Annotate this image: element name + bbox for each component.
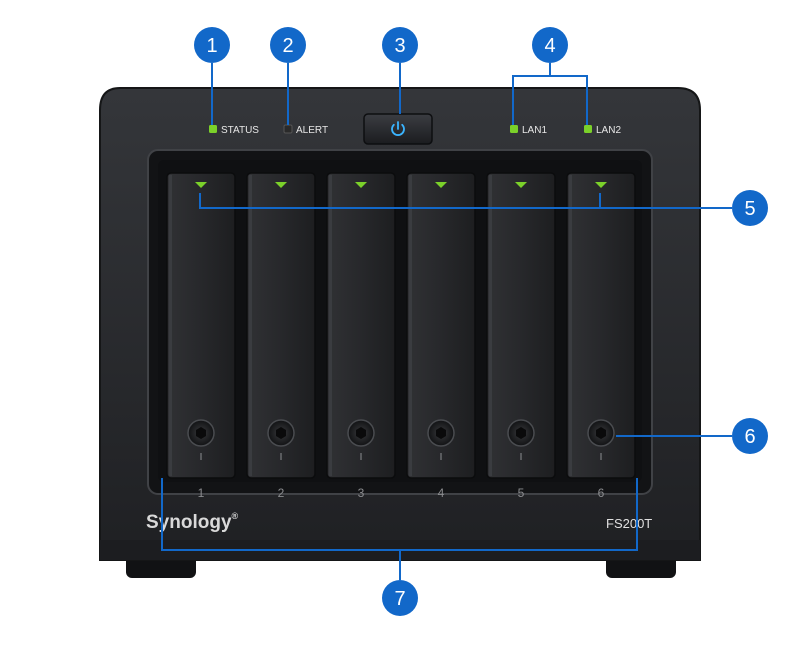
callouts: 1 2 3 4 5 6 7 [194, 27, 768, 616]
drive-status-led [195, 182, 207, 188]
status-led [209, 125, 217, 133]
svg-text:1: 1 [206, 35, 217, 57]
callout-4: 4 [532, 27, 568, 63]
drive-tray-body [486, 172, 556, 479]
lan1-led [510, 125, 518, 133]
callout-2: 2 [270, 27, 306, 63]
drive-tray-body [246, 172, 316, 479]
alert-led [283, 124, 293, 134]
leader-4 [512, 63, 588, 125]
drive-tray[interactable]: 6 [566, 172, 636, 500]
drive-tray-body [566, 172, 636, 479]
drive-tray-edge-highlight [489, 175, 492, 476]
drive-bay-number: 2 [278, 486, 285, 500]
lock-keyhole [276, 427, 286, 439]
drive-tray-body [326, 172, 396, 479]
drive-tray-body [406, 172, 476, 479]
drive-bay-number: 6 [598, 486, 605, 500]
callout-7: 7 [382, 580, 418, 616]
drive-status-led [595, 182, 607, 188]
model-name: FS200T [606, 516, 652, 531]
drive-trays: 1 2 3 4 5 6 [166, 172, 636, 500]
drive-tray[interactable]: 5 [486, 172, 556, 500]
lock-keyhole [356, 427, 366, 439]
leader-5 [199, 193, 732, 209]
callout-3: 3 [382, 27, 418, 63]
svg-text:6: 6 [744, 426, 755, 448]
callout-1: 1 [194, 27, 230, 63]
svg-text:2: 2 [282, 35, 293, 57]
drive-tray[interactable]: 2 [246, 172, 316, 500]
status-indicators: STATUS ALERT LAN1 LAN2 [209, 124, 621, 136]
lan2-led-label: LAN2 [596, 125, 621, 136]
brand-logo: Synology® [146, 511, 239, 533]
drive-tray-edge-highlight [249, 175, 252, 476]
lock-keyhole [436, 427, 446, 439]
lock-keyhole [516, 427, 526, 439]
lan1-led-label: LAN1 [522, 125, 547, 136]
power-button[interactable] [363, 113, 433, 145]
lock-keyhole [196, 427, 206, 439]
drive-tray[interactable]: 1 [166, 172, 236, 500]
lock-keyhole [596, 427, 606, 439]
drive-tray[interactable]: 3 [326, 172, 396, 500]
drive-tray-edge-highlight [169, 175, 172, 476]
drive-bay-number: 1 [198, 486, 205, 500]
drive-status-led [435, 182, 447, 188]
status-led-label: STATUS [221, 125, 259, 136]
leader-7 [161, 478, 638, 580]
drive-status-led [355, 182, 367, 188]
drive-tray-edge-highlight [569, 175, 572, 476]
svg-text:7: 7 [394, 588, 405, 610]
alert-led-label: ALERT [296, 125, 328, 136]
drive-status-led [275, 182, 287, 188]
callout-5: 5 [732, 190, 768, 226]
drive-tray-edge-highlight [409, 175, 412, 476]
callout-6: 6 [732, 418, 768, 454]
branding: Synology® FS200T [146, 511, 652, 533]
svg-text:4: 4 [544, 35, 555, 57]
drive-tray-edge-highlight [329, 175, 332, 476]
svg-text:3: 3 [394, 35, 405, 57]
drive-status-led [515, 182, 527, 188]
svg-text:5: 5 [744, 198, 755, 220]
drive-tray[interactable]: 4 [406, 172, 476, 500]
drive-bay-number: 4 [438, 486, 445, 500]
callout-leaders [161, 63, 732, 580]
power-icon [391, 121, 405, 136]
drive-bay-number: 3 [358, 486, 365, 500]
drive-bay-number: 5 [518, 486, 525, 500]
drive-tray-body [166, 172, 236, 479]
lan2-led [584, 125, 592, 133]
